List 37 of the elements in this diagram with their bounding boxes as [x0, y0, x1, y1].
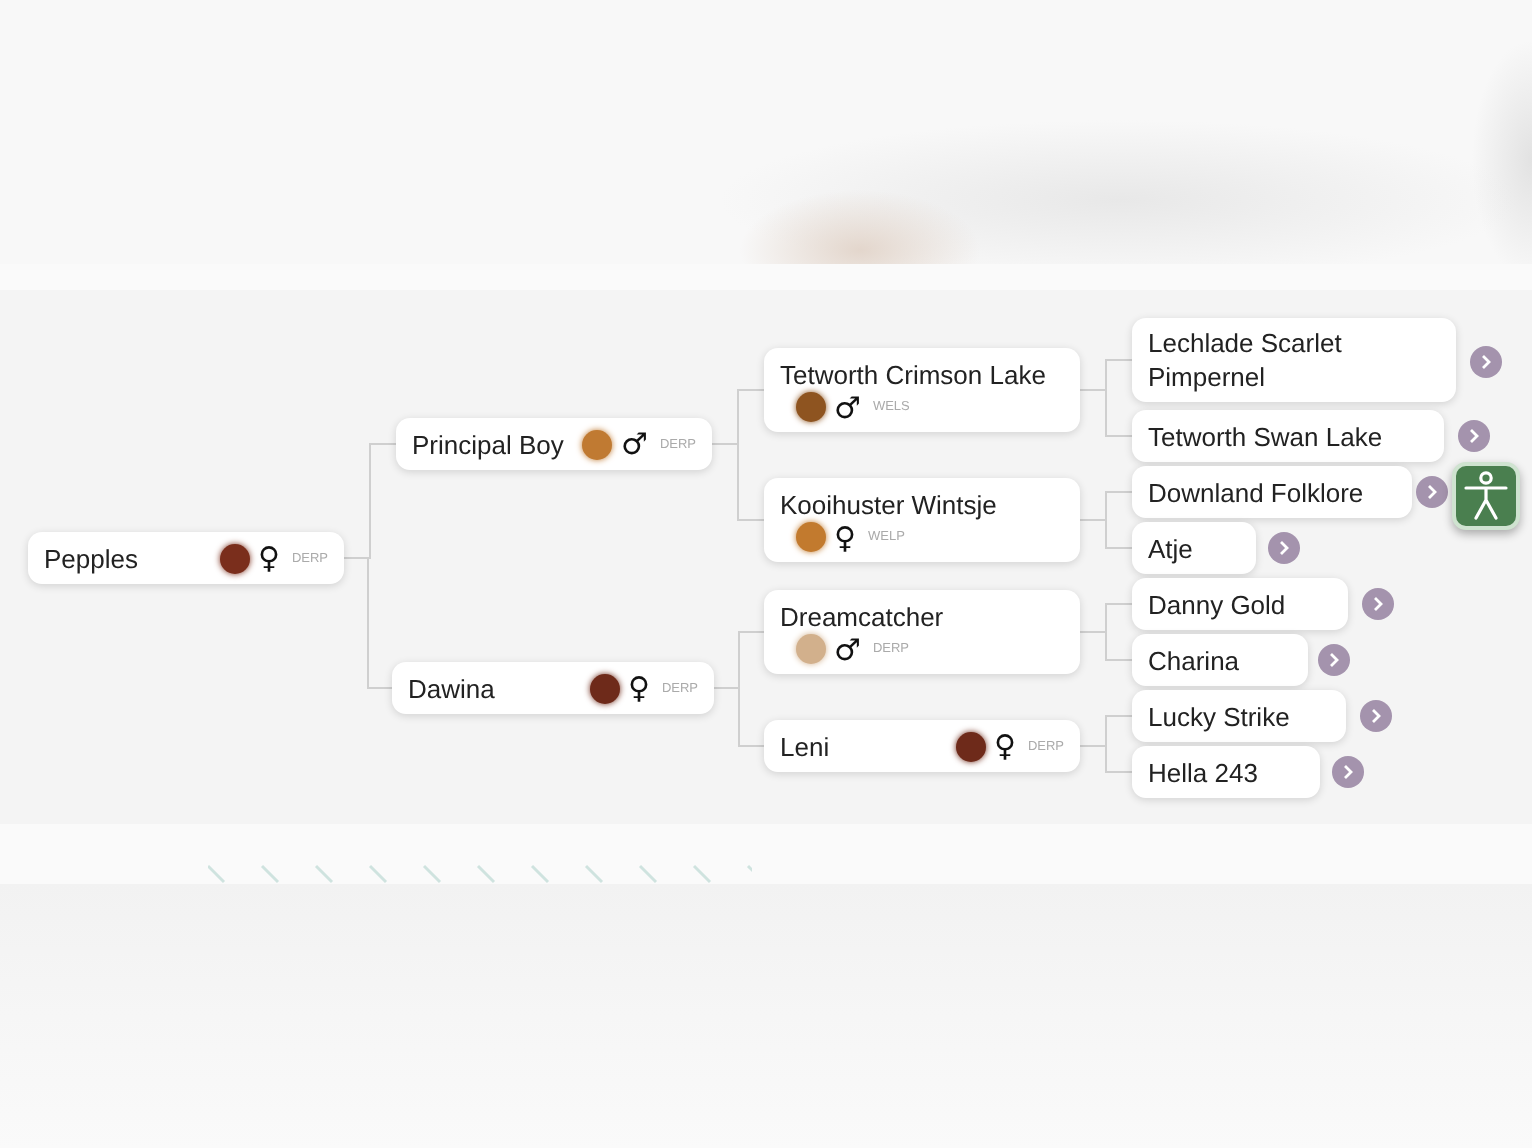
horse-name: Dawina: [408, 671, 495, 705]
sex-symbol: ♂: [834, 391, 861, 423]
horse-card: [1132, 410, 1444, 462]
horse-name: Lucky Strike: [1148, 699, 1290, 733]
sex-symbol: ♂: [834, 633, 861, 665]
sex-symbol: ♀: [627, 672, 650, 704]
horse-name: Hella 243: [1148, 755, 1258, 789]
horse-card: [764, 478, 1080, 562]
sex-symbol: ♀: [257, 542, 280, 574]
horse-card: [28, 532, 344, 584]
horse-card: [1132, 578, 1348, 630]
horse-card: [1132, 522, 1256, 574]
horse-name: Leni: [780, 729, 830, 763]
horse-name: Pepples: [44, 541, 138, 575]
horse-card: [396, 418, 712, 470]
horse-name: Dreamcatcher: [780, 599, 944, 633]
horse-card: [764, 348, 1080, 432]
horse-name: Kooihuster Wintsje: [780, 487, 997, 521]
sex-symbol: ♀: [993, 730, 1016, 762]
horse-name: Tetworth Crimson Lake: [780, 357, 1046, 391]
horse-card: [392, 662, 714, 714]
sex-symbol: ♂: [620, 428, 648, 460]
horse-card: [1132, 318, 1456, 402]
horse-name: Charina: [1148, 643, 1240, 677]
horse-card: [764, 590, 1080, 674]
horse-name: Lechlade Scarlet Pimpernel: [1148, 326, 1344, 394]
horse-name: Danny Gold: [1148, 587, 1286, 621]
horse-name: Tetworth Swan Lake: [1148, 419, 1383, 453]
horse-card: [1132, 466, 1412, 518]
horse-card: [1132, 634, 1308, 686]
horse-card: [764, 720, 1080, 772]
horse-card: [1132, 690, 1346, 742]
horse-card: [1132, 746, 1320, 798]
horse-name: Downland Folklore: [1148, 475, 1364, 509]
sex-symbol: ♀: [834, 521, 856, 553]
horse-name: Atje: [1148, 531, 1193, 565]
horse-name: Principal Boy: [412, 427, 564, 461]
